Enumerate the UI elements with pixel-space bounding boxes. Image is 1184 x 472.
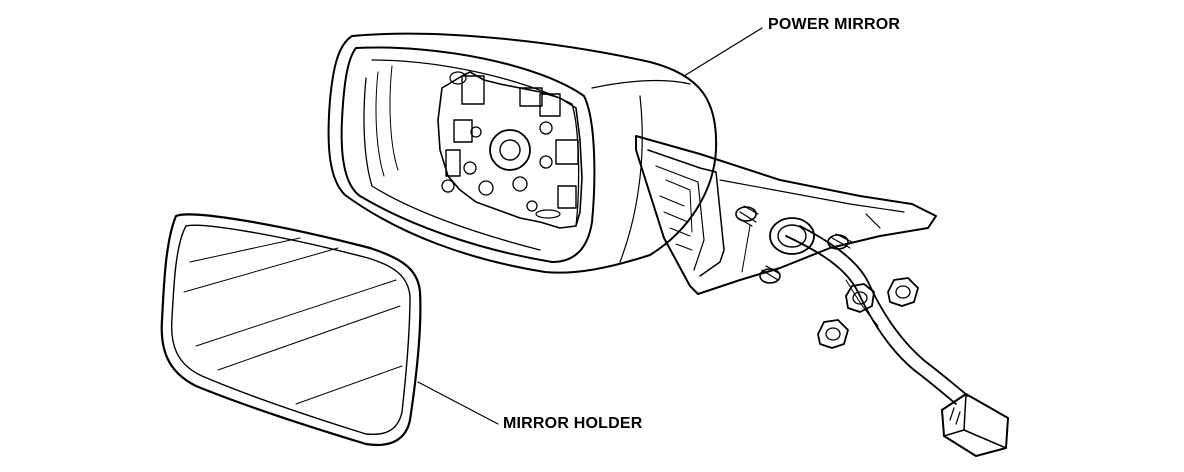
leader-mirror-holder (417, 381, 499, 425)
stud-upper (735, 205, 759, 227)
nut-b (887, 277, 919, 307)
mirror-holder-label: MIRROR HOLDER (503, 415, 643, 432)
mounting-base (635, 135, 937, 295)
power-mirror-housing (327, 32, 718, 274)
wire-harness (785, 225, 969, 405)
connector (941, 393, 1009, 457)
nut-c (817, 319, 849, 349)
nut-a (845, 283, 875, 313)
stud-right (827, 233, 853, 250)
leader-power-mirror (683, 27, 763, 77)
stud-lower (759, 265, 781, 284)
mirror-holder (160, 213, 422, 447)
power-mirror-label: POWER MIRROR (768, 16, 901, 33)
